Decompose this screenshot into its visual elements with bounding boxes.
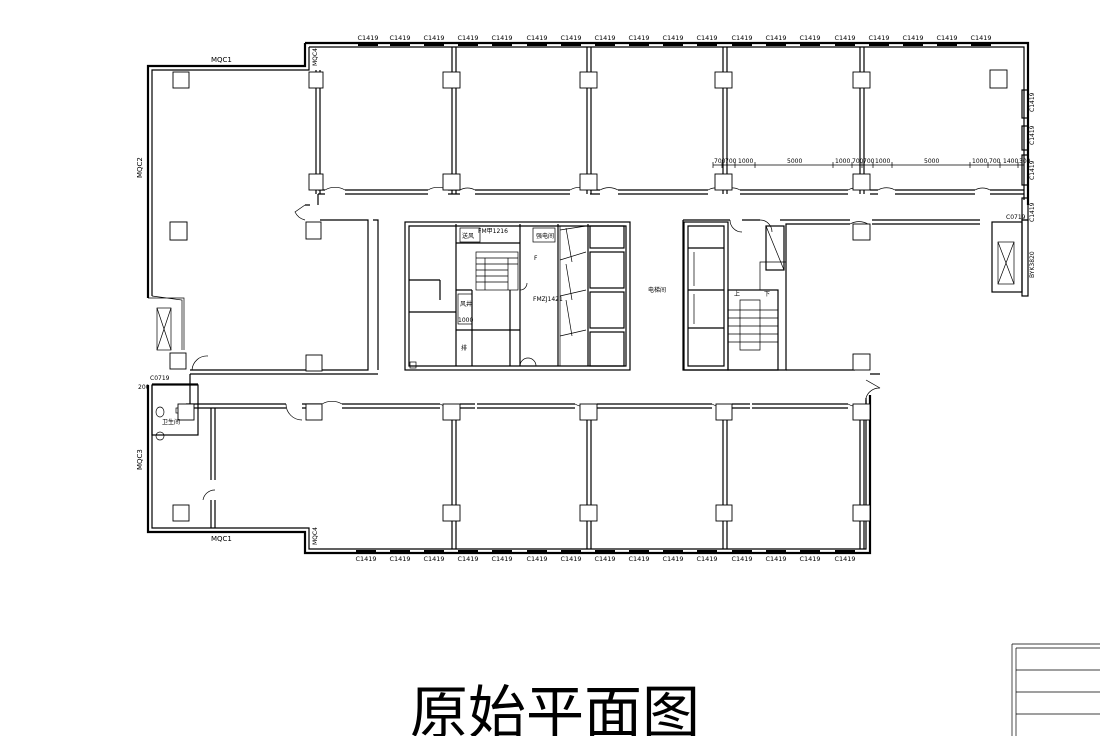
dim-6: 700: [852, 158, 864, 165]
bottom-window-tag-9: C1419: [628, 555, 649, 563]
dim-1: 700: [714, 158, 726, 165]
toilet-label: 卫生间: [162, 418, 180, 426]
outer-walls: [146, 41, 1030, 555]
top-window-tag-10: C1419: [662, 34, 683, 42]
bottom-window-tag-4: C1419: [457, 555, 478, 563]
top-window-tag-18: C1419: [936, 34, 957, 42]
right-box-label: BYK3820: [1029, 251, 1036, 278]
core-left: [404, 221, 631, 371]
title-block-corner: [1011, 643, 1100, 736]
curtain-wall-inner-lower-label: MQC4: [312, 527, 319, 545]
curtain-wall-left-lower-label: MQC3: [136, 449, 144, 470]
stair-up-label: 上: [734, 290, 740, 298]
bottom-window-tag-14: C1419: [799, 555, 820, 563]
top-window-tag-8: C1419: [594, 34, 615, 42]
bottom-window-tag-3: C1419: [423, 555, 444, 563]
level-mark-label: F: [534, 255, 538, 262]
lower-offices: [172, 403, 871, 549]
dim-7: 700: [863, 158, 875, 165]
bottom-window-tag-7: C1419: [560, 555, 581, 563]
strong-electric-label: 强电间: [536, 232, 554, 240]
bottom-window-tag-15: C1419: [834, 555, 855, 563]
top-window-tag-12: C1419: [731, 34, 752, 42]
top-window-tag-13: C1419: [765, 34, 786, 42]
top-window-tag-5: C1419: [491, 34, 512, 42]
toilet-room: [151, 383, 199, 441]
bottom-window-tag-10: C1419: [662, 555, 683, 563]
top-window-tag-11: C1419: [696, 34, 717, 42]
left-room: [156, 221, 323, 372]
right-corridor-door-label: C0719: [1006, 214, 1026, 221]
supply-air-label: 送风: [462, 232, 474, 240]
curtain-wall-bottom-label: MQC1: [211, 535, 232, 543]
exhaust-label: 排: [461, 344, 467, 352]
bottom-window-tag-1: C1419: [355, 555, 376, 563]
top-window-row: C1419 C1419 C1419 C1419 C1419 C1419 C1419 C1419…: [357, 34, 992, 46]
dim-2: 700: [725, 158, 737, 165]
dim-5: 1000: [835, 158, 850, 165]
bottom-window-tag-2: C1419: [389, 555, 410, 563]
top-window-tag-16: C1419: [868, 34, 889, 42]
top-window-tag-14: C1419: [799, 34, 820, 42]
bottom-window-tag-12: C1419: [731, 555, 752, 563]
curtain-wall-inner-upper-label: MQC4: [312, 48, 319, 66]
bottom-window-tag-6: C1419: [526, 555, 547, 563]
dim-8: 1000: [875, 158, 890, 165]
core-right: [683, 221, 786, 371]
shaft-dim-label: 1000: [458, 317, 473, 324]
right-tag-1: C1419: [1029, 92, 1036, 112]
bottom-window-tag-13: C1419: [765, 555, 786, 563]
top-window-tag-17: C1419: [902, 34, 923, 42]
dim-13: 300: [1019, 158, 1031, 165]
fire-door-top-label: FM甲1216: [478, 228, 508, 235]
bottom-window-row: C1419 C1419 C1419 C1419 C1419 C1419 C1419 C1419…: [355, 550, 856, 563]
toilet-dim-label: 200: [138, 384, 150, 391]
fire-door-mid-label: FMZJ1421: [533, 296, 563, 303]
bottom-window-tag-11: C1419: [696, 555, 717, 563]
upper-offices: [315, 47, 1024, 195]
top-window-tag-3: C1419: [423, 34, 444, 42]
air-shaft-label: 风井: [460, 300, 472, 308]
dim-4: 5000: [787, 158, 802, 165]
dim-9: 5000: [924, 158, 939, 165]
top-window-tag-4: C1419: [457, 34, 478, 42]
toilet-door-label: C0719: [150, 375, 170, 382]
drawing-title: 原始平面图: [410, 679, 700, 736]
lower-corridor: [186, 353, 881, 421]
dim-3: 1000: [738, 158, 753, 165]
curtain-wall-top-label: MQC1: [211, 56, 232, 64]
right-tag-3: C1419: [1029, 160, 1036, 180]
bottom-window-tag-5: C1419: [491, 555, 512, 563]
top-window-tag-15: C1419: [834, 34, 855, 42]
dim-12: 1400: [1003, 158, 1018, 165]
dim-11: 700: [989, 158, 1001, 165]
top-window-tag-7: C1419: [560, 34, 581, 42]
top-window-tag-9: C1419: [628, 34, 649, 42]
top-window-tag-19: C1419: [970, 34, 991, 42]
upper-corridor: [190, 89, 1029, 375]
dim-10: 1000: [972, 158, 987, 165]
bottom-window-tag-8: C1419: [594, 555, 615, 563]
top-window-tag-1: C1419: [357, 34, 378, 42]
right-tag-2: C1419: [1029, 125, 1036, 145]
right-tag-4: C1419: [1029, 202, 1036, 222]
top-window-tag-2: C1419: [389, 34, 410, 42]
stair-down-label: 下: [764, 291, 770, 298]
elevator-hall-label: 电梯间: [648, 286, 666, 294]
top-window-tag-6: C1419: [526, 34, 547, 42]
curtain-wall-left-upper-label: MQC2: [136, 157, 144, 178]
